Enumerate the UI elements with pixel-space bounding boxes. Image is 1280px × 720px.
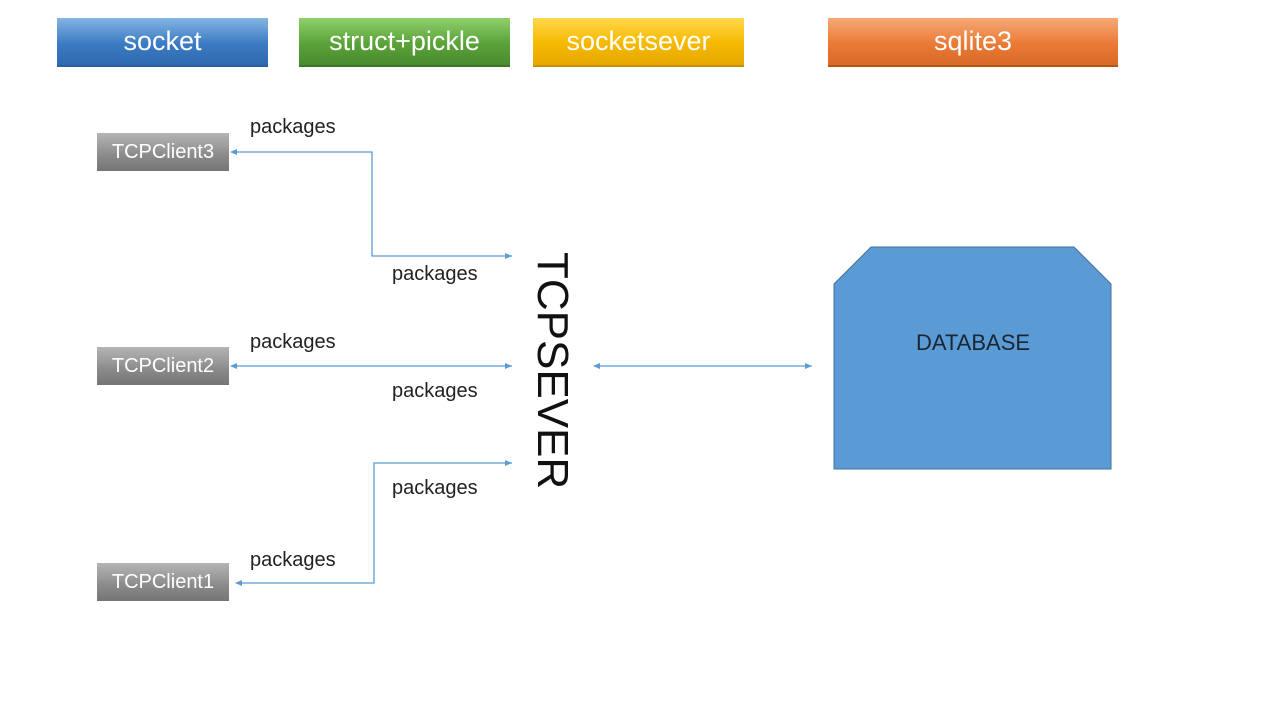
socketsever-tag: socketsever	[533, 18, 744, 67]
tcp-server-label: TCPSEVER	[528, 252, 577, 490]
database-shape	[833, 246, 1112, 470]
packages-label-client1: packages	[250, 549, 336, 571]
packages-label-server-mid: packages	[392, 380, 478, 402]
packages-label-server-bottom: packages	[392, 477, 478, 499]
struct-pickle-tag: struct+pickle	[299, 18, 510, 67]
database-label: DATABASE	[915, 330, 1031, 355]
packages-label-client3: packages	[250, 116, 336, 138]
client1-connector	[235, 460, 512, 586]
sqlite3-tag: sqlite3	[828, 18, 1118, 67]
tcp-client-1: TCPClient1	[97, 563, 229, 601]
tcp-client-2: TCPClient2	[97, 347, 229, 385]
socket-tag: socket	[57, 18, 268, 67]
packages-label-client2: packages	[250, 331, 336, 353]
tcp-client-3: TCPClient3	[97, 133, 229, 171]
client3-connector	[230, 149, 512, 259]
packages-label-server-top: packages	[392, 263, 478, 285]
